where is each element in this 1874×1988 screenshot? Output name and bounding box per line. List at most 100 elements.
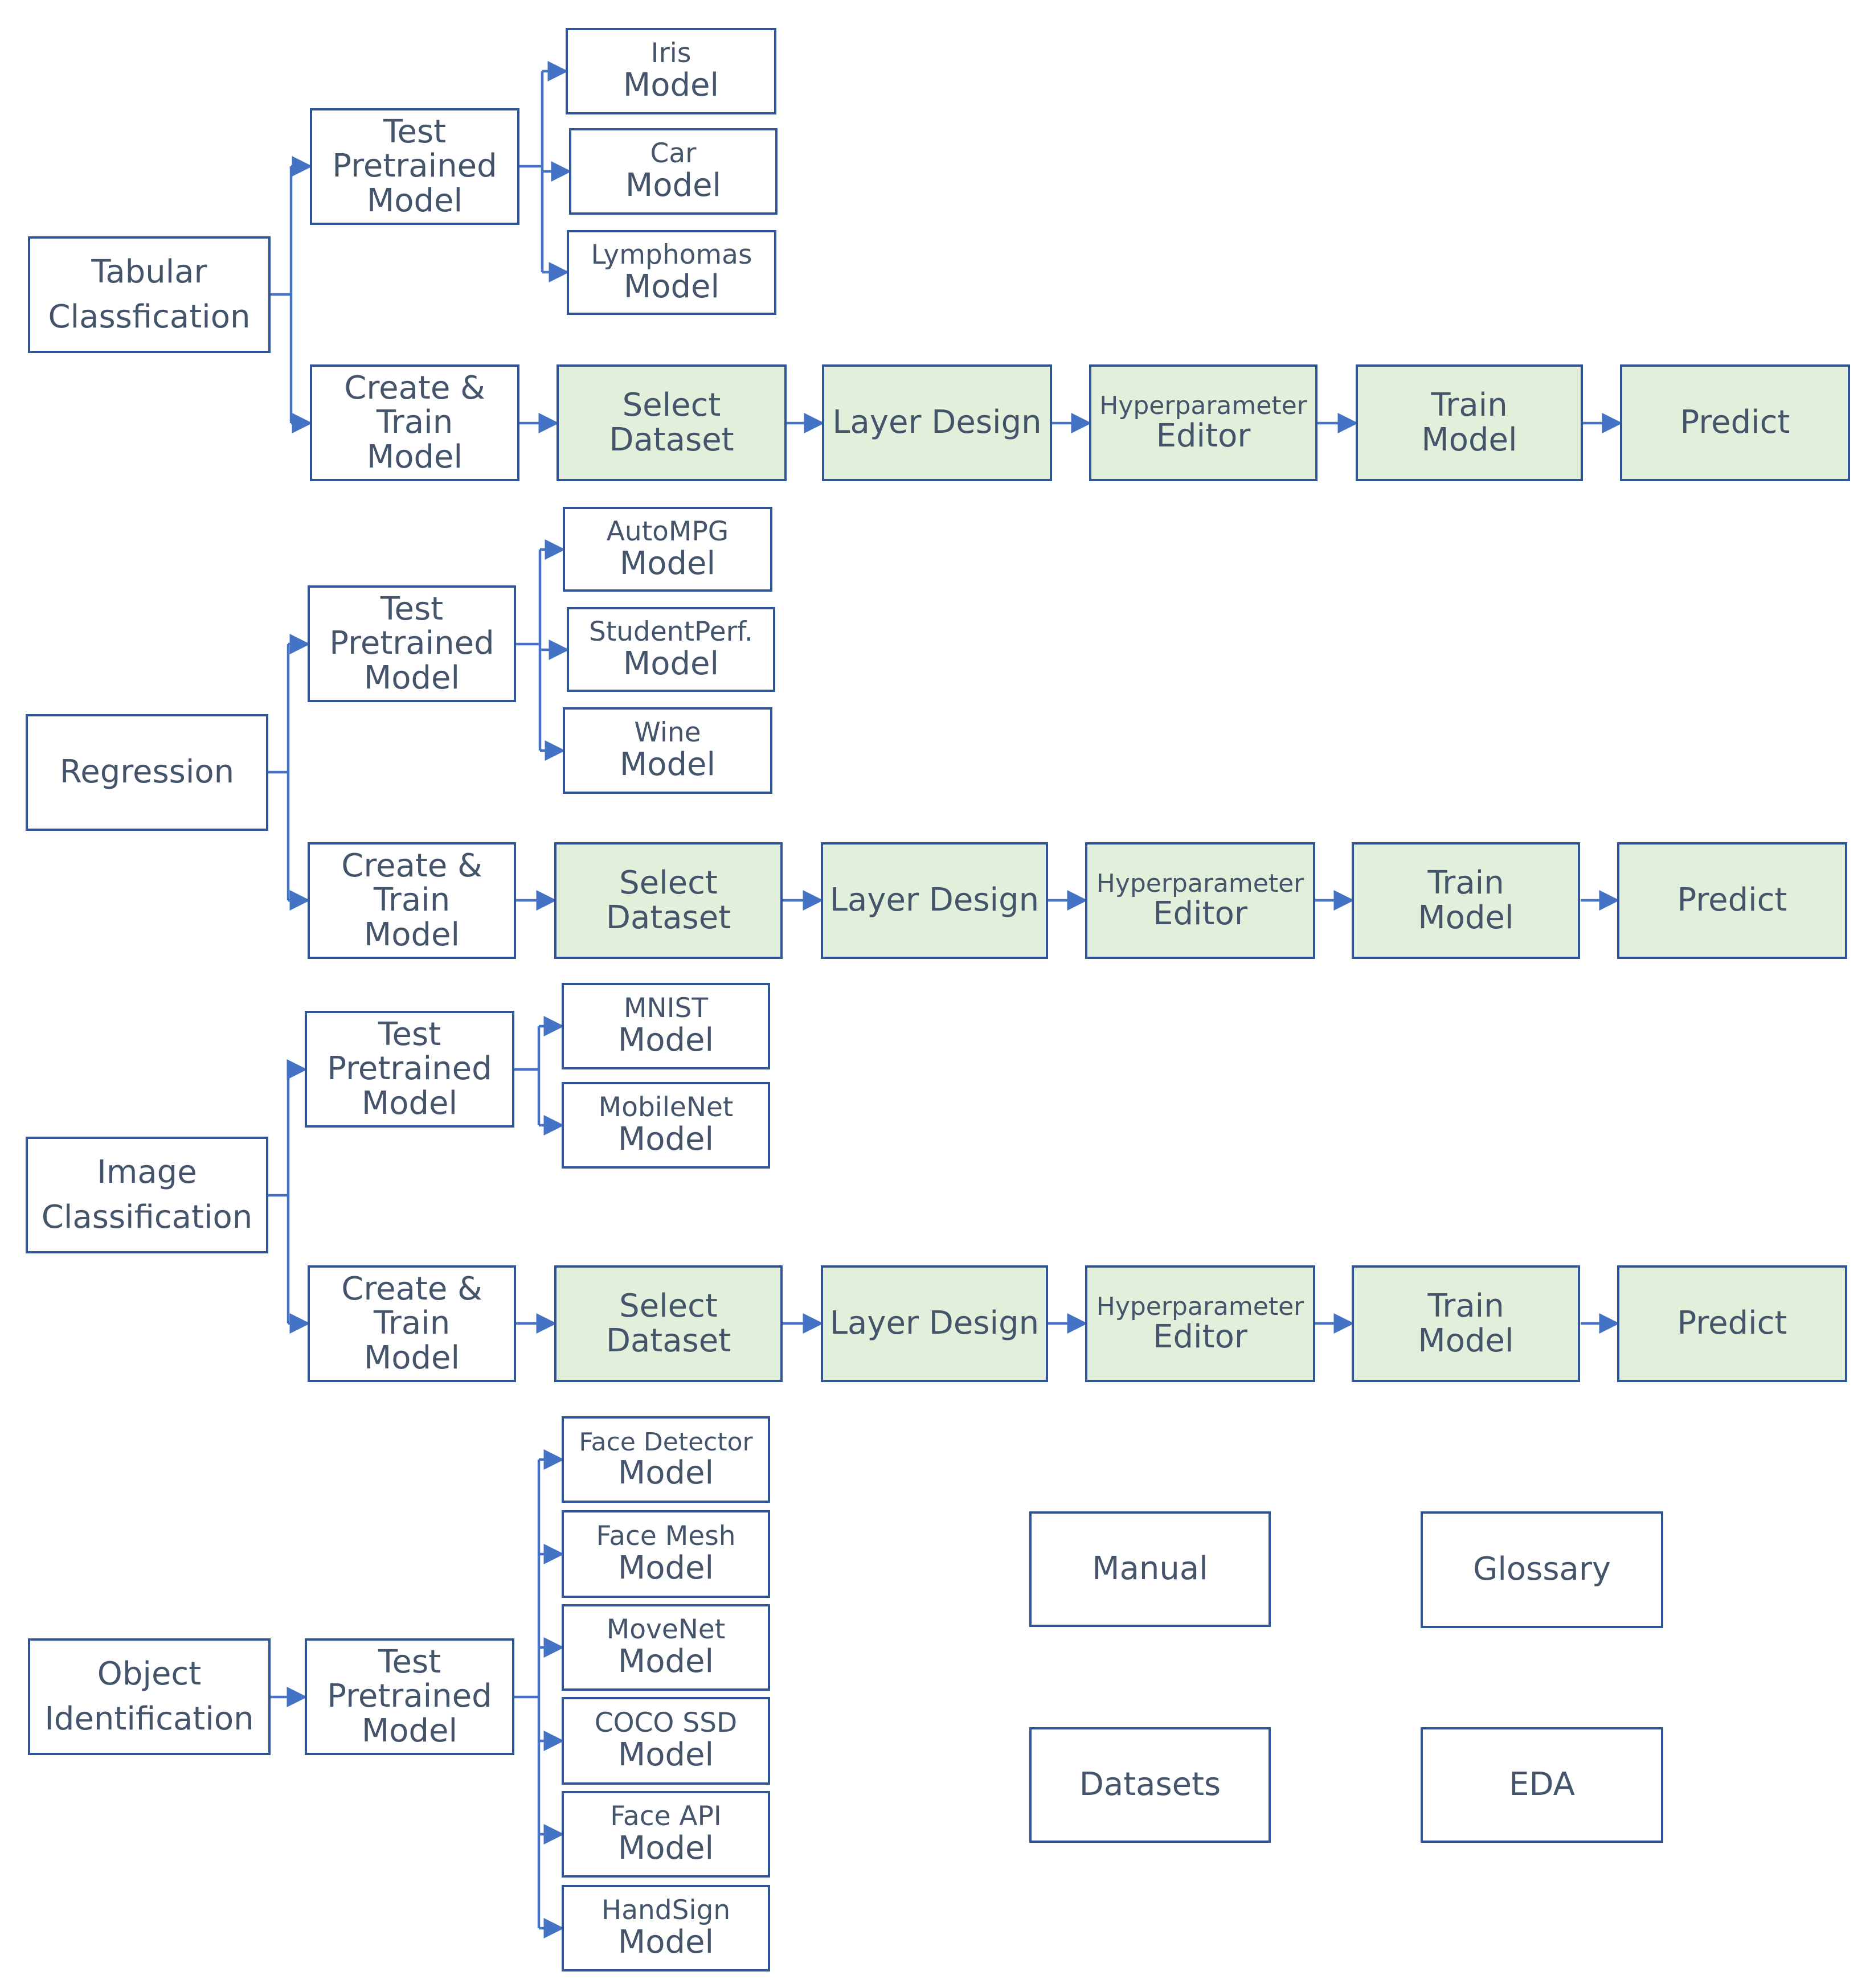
category-box-regression[interactable]: Regression [26,714,268,831]
create-train-box-tabular-label-line: Train [376,404,453,441]
step-box-hyperparameter-tabular-label-line: Editor [1156,417,1251,455]
create-train-box-image-label-line: Create & [341,1270,482,1307]
model-box-mnist-label-line: Model [617,1022,714,1059]
test-pretrained-box-image-label-line: Model [361,1084,458,1122]
step-box-train-image-label-line: Model [1418,1322,1514,1359]
step-box-hyperparameter-regression-label-line: Hyperparameter [1096,868,1304,898]
step-box-hyperparameter-image-label-line: Editor [1153,1318,1247,1356]
create-train-box-regression-label-line: Create & [341,847,482,884]
eda-box-label-line: EDA [1509,1766,1575,1803]
create-train-box-regression-label-line: Train [373,882,451,919]
step-box-hyperparameter-image-label-line: Hyperparameter [1096,1292,1304,1321]
model-box-wine-label-line: Wine [634,717,701,749]
manual-box-label-line: Manual [1092,1550,1208,1588]
model-box-face-detector-label-line: Model [617,1454,714,1491]
step-box-layer-design-image-label-line: Layer Design [829,1305,1040,1342]
model-box-mobilenet-label-line: Model [617,1121,714,1158]
model-box-handsign-label-line: HandSign [601,1895,731,1926]
glossary-box[interactable]: Glossary [1421,1511,1663,1628]
step-box-predict-image-label-line: Predict [1677,1305,1787,1342]
model-box-car-label-line: Car [650,138,697,170]
category-box-object-label-line: Identification [44,1700,254,1737]
datasets-box-label-line: Datasets [1079,1766,1221,1803]
test-pretrained-box-tabular-label-line: Pretrained [332,147,497,185]
create-train-box-image-label-line: Train [373,1305,451,1342]
step-box-train-regression-label-line: Model [1418,899,1514,936]
category-box-tabular-label-line: Classfication [48,298,251,335]
step-box-select-regression-label-line: Dataset [605,899,731,936]
model-box-face-detector-label-line: Face Detector [579,1428,753,1457]
category-box-image-label-line: Image [97,1154,197,1191]
model-box-studentperf[interactable]: StudentPerf.Model [567,607,775,692]
model-box-face-api-label-line: Face API [610,1801,722,1833]
test-pretrained-box-tabular-label-line: Model [366,182,463,219]
step-box-predict-regression[interactable]: Predict [1617,842,1847,959]
model-box-coco-ssd-label-line: Model [617,1736,714,1774]
step-box-layer-design-tabular[interactable]: Layer Design [822,364,1052,481]
step-box-predict-tabular[interactable]: Predict [1620,364,1850,481]
step-box-predict-image[interactable]: Predict [1617,1265,1847,1382]
step-box-train-regression-label-line: Train [1427,864,1504,902]
create-train-box-regression-label-line: Model [363,916,460,953]
step-box-train-tabular-label-line: Model [1421,421,1517,458]
model-box-face-mesh-label-line: Face Mesh [596,1520,736,1552]
test-pretrained-box-object-label-line: Model [361,1712,458,1749]
model-box-face-mesh-label-line: Model [617,1550,714,1587]
model-box-mnist-label-line: MNIST [623,993,709,1024]
step-box-layer-design-regression[interactable]: Layer Design [821,842,1048,959]
create-train-box-tabular-label-line: Create & [344,369,485,407]
test-pretrained-box-regression-label-line: Pretrained [329,625,494,662]
datasets-box[interactable]: Datasets [1029,1727,1271,1843]
category-box-regression-label-line: Regression [59,753,235,791]
manual-box[interactable]: Manual [1029,1511,1271,1627]
step-box-layer-design-image[interactable]: Layer Design [821,1265,1048,1382]
model-box-iris-label-line: Model [623,67,719,104]
step-box-hyperparameter-regression-label-line: Editor [1153,895,1247,933]
step-box-select-tabular-label-line: Select [622,387,721,424]
test-pretrained-box-regression-label-line: Test [380,590,444,628]
create-train-box-tabular-label-line: Model [366,438,463,476]
step-box-predict-regression-label-line: Predict [1677,882,1787,919]
model-box-coco-ssd-label-line: COCO SSD [594,1707,738,1739]
eda-box[interactable]: EDA [1421,1727,1663,1843]
test-pretrained-box-image-label-line: Pretrained [327,1050,492,1088]
step-box-layer-design-regression-label-line: Layer Design [829,882,1040,919]
model-box-mobilenet-label-line: MobileNet [598,1092,734,1124]
model-box-autompg-label-line: Model [619,544,716,582]
category-box-image-label-line: Classification [41,1198,253,1236]
test-pretrained-box-object-label-line: Test [378,1643,441,1680]
